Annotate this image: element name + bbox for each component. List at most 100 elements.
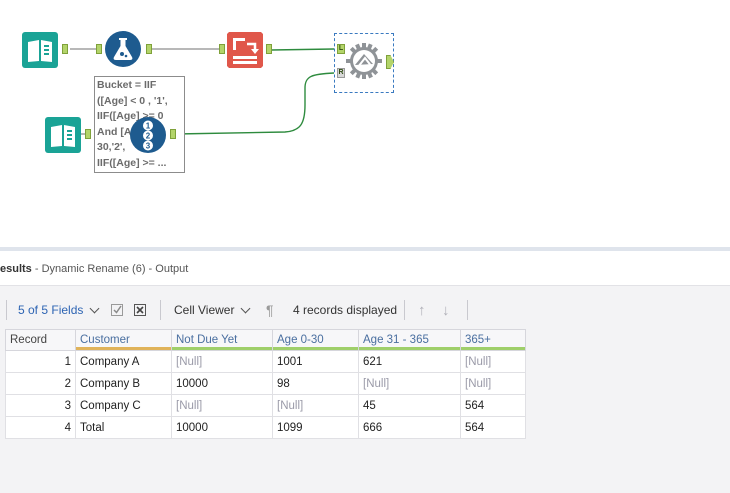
header-age-31-365[interactable]: Age 31 - 365 [358, 329, 461, 351]
scroll-down-button[interactable]: ↓ [442, 301, 450, 319]
flask-icon [105, 31, 141, 67]
toolbar-separator [160, 300, 161, 320]
record-number-cell[interactable]: 4 [5, 416, 76, 439]
annotation-line: 30,'2', [97, 141, 126, 153]
input-data-tool-1[interactable] [22, 32, 58, 68]
join-tool[interactable] [345, 42, 383, 80]
toolbar-separator [6, 300, 7, 320]
table-cell[interactable]: Total [75, 416, 172, 439]
table-cell[interactable]: 1001 [272, 350, 359, 373]
crosstab-icon [227, 32, 263, 68]
output-anchor[interactable] [170, 129, 176, 139]
arrow-down-icon: ↓ [442, 301, 450, 319]
header-record[interactable]: Record [5, 329, 76, 351]
multi-field-formula-tool[interactable]: 1 2 3 [129, 116, 167, 154]
table-cell[interactable]: [Null] [460, 350, 526, 373]
table-cell[interactable]: 45 [358, 394, 461, 417]
chevron-down-icon [89, 303, 100, 313]
cell-viewer-label: Cell Viewer [174, 303, 235, 317]
connection-formula2-join [175, 72, 335, 135]
table-cell[interactable]: 621 [358, 350, 461, 373]
header-label: Customer [80, 334, 130, 346]
toolbar-separator [467, 300, 468, 320]
check-all-button[interactable] [111, 302, 123, 318]
results-title-bar: esults - Dynamic Rename (6) - Output [0, 251, 730, 285]
svg-text:1: 1 [146, 122, 151, 131]
records-count: 4 records displayed [293, 302, 397, 318]
svg-text:3: 3 [146, 142, 151, 151]
table-cell[interactable]: Company C [75, 394, 172, 417]
header-age-0-30[interactable]: Age 0-30 [272, 329, 359, 351]
gear-join-icon [346, 43, 382, 79]
checkbox-x-icon [134, 304, 146, 316]
pilcrow-button[interactable]: ¶ [266, 302, 274, 318]
formula-tool-1[interactable] [104, 30, 142, 68]
arrow-up-icon: ↑ [418, 301, 426, 319]
table-cell[interactable]: Company A [75, 350, 172, 373]
field-type-bar [273, 347, 358, 350]
connection-crosstab-join [270, 48, 335, 51]
fields-selector-label: 5 of 5 Fields [18, 303, 84, 317]
cell-viewer-dropdown[interactable]: Cell Viewer [174, 302, 251, 318]
record-number-cell[interactable]: 3 [5, 394, 76, 417]
cross-tab-tool[interactable] [227, 32, 263, 68]
record-number-cell[interactable]: 2 [5, 372, 76, 395]
header-label: Age 0-30 [277, 334, 324, 346]
output-anchor[interactable] [85, 129, 91, 139]
annotation-line: IIF([Age] >= ... [97, 156, 167, 169]
table-cell[interactable]: 564 [460, 416, 526, 439]
toolbar-separator [404, 300, 405, 320]
output-anchor[interactable] [266, 44, 272, 54]
table-cell[interactable]: [Null] [358, 372, 461, 395]
input-data-tool-2[interactable] [45, 117, 81, 153]
header-not-due-yet[interactable]: Not Due Yet [171, 329, 273, 351]
results-grid[interactable]: Record Customer Not Due Yet Age 0-30 Age… [5, 329, 526, 439]
header-customer[interactable]: Customer [75, 329, 172, 351]
pilcrow-icon: ¶ [266, 302, 274, 318]
scroll-up-button[interactable]: ↑ [418, 301, 426, 319]
table-cell[interactable]: 98 [272, 372, 359, 395]
grid-header-row: Record Customer Not Due Yet Age 0-30 Age… [5, 329, 526, 351]
checkbox-check-icon [111, 304, 123, 316]
output-anchor[interactable] [146, 44, 152, 54]
record-number-cell[interactable]: 1 [5, 350, 76, 373]
output-anchor[interactable] [62, 44, 68, 54]
workflow-canvas[interactable]: L R [0, 0, 730, 247]
join-output-anchor[interactable] [386, 55, 394, 69]
join-left-anchor[interactable]: L [337, 44, 345, 54]
results-title: esults - Dynamic Rename (6) - Output [0, 263, 188, 275]
table-cell[interactable]: [Null] [171, 350, 273, 373]
table-cell[interactable]: [Null] [171, 394, 273, 417]
header-365-plus[interactable]: 365+ [460, 329, 526, 351]
table-cell[interactable]: 10000 [171, 416, 273, 439]
table-cell[interactable]: 564 [460, 394, 526, 417]
field-type-bar [172, 347, 272, 350]
join-right-anchor[interactable]: R [337, 68, 345, 78]
table-cell[interactable]: [Null] [460, 372, 526, 395]
fields-selector[interactable]: 5 of 5 Fields [18, 302, 100, 318]
field-type-bar [359, 347, 460, 350]
table-cell[interactable]: 666 [358, 416, 461, 439]
svg-text:2: 2 [146, 132, 151, 141]
table-cell[interactable]: 1099 [272, 416, 359, 439]
table-cell[interactable]: Company B [75, 372, 172, 395]
table-cell[interactable]: 10000 [171, 372, 273, 395]
field-type-bar [76, 347, 171, 350]
records-count-label: 4 records displayed [293, 303, 398, 317]
header-label: 365+ [465, 334, 491, 346]
uncheck-all-button[interactable] [134, 302, 146, 318]
results-title-rest: - Dynamic Rename (6) - Output [31, 263, 189, 275]
numbered-list-icon: 1 2 3 [130, 117, 166, 153]
chevron-down-icon [241, 303, 251, 313]
input-anchor[interactable] [96, 44, 102, 54]
input-anchor[interactable] [219, 44, 225, 54]
table-cell[interactable]: [Null] [272, 394, 359, 417]
header-label: Age 31 - 365 [363, 334, 429, 346]
pane-splitter[interactable] [0, 247, 730, 251]
